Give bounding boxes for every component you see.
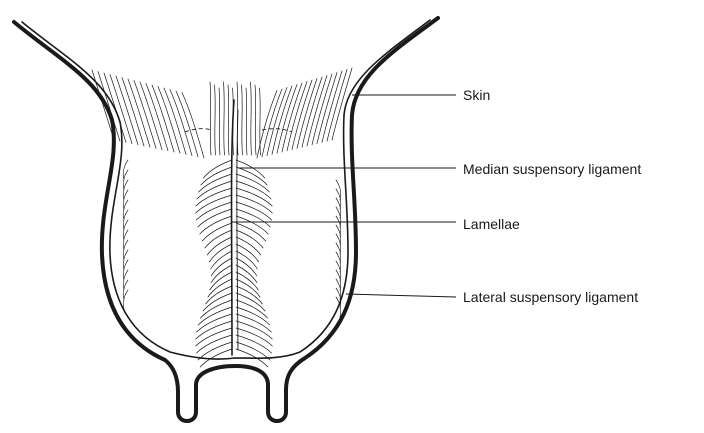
hatch-stroke	[176, 91, 198, 157]
hatch-stroke	[152, 85, 174, 152]
hatch-stroke	[134, 81, 156, 149]
hatch-stroke	[116, 76, 138, 145]
hatch-stroke	[146, 84, 168, 151]
label-lateral-suspensory-ligament: Lateral suspensory ligament	[463, 289, 638, 305]
hatch-stroke	[219, 88, 220, 155]
fold-lines	[185, 129, 292, 132]
hatch-stroke	[260, 88, 261, 155]
lateral-stroke	[123, 250, 128, 270]
lateral-stroke	[123, 180, 128, 200]
hatch-stroke	[128, 79, 150, 147]
lateral-stroke	[123, 200, 128, 220]
lateral-stroke	[123, 290, 128, 310]
lateral-stroke	[123, 210, 128, 230]
hatch-stroke	[251, 82, 252, 155]
lateral-stroke	[123, 190, 128, 210]
label-skin: Skin	[463, 87, 490, 103]
lateral-stroke	[123, 220, 128, 240]
label-median-suspensory-ligament: Median suspensory ligament	[463, 161, 641, 177]
lateral-stroke	[123, 160, 128, 180]
hatch-stroke	[158, 87, 180, 154]
hatch-stroke	[182, 93, 204, 159]
hatch-stroke	[140, 82, 162, 150]
hatch-stroke	[267, 88, 287, 156]
lateral-stroke	[123, 260, 128, 280]
lateral-stroke	[123, 270, 128, 290]
hatch-stroke	[170, 90, 192, 156]
hatch-stroke	[255, 85, 256, 155]
hatch-stroke	[262, 89, 282, 157]
hatch-stroke	[215, 85, 216, 155]
hatch-stroke	[92, 70, 114, 140]
label-lamellae: Lamellae	[463, 216, 520, 232]
hatch-stroke	[164, 88, 186, 154]
hatch-stroke	[210, 82, 211, 155]
skin-outline	[14, 18, 438, 421]
hatch-stroke	[122, 78, 144, 147]
hatch-stroke	[228, 85, 229, 155]
leader-lateral	[346, 294, 456, 297]
hatch-stroke	[98, 72, 120, 142]
hatch-stroke	[246, 88, 247, 155]
lateral-stroke	[123, 230, 128, 250]
lateral-stroke	[123, 170, 128, 190]
hatch-stroke	[242, 85, 243, 155]
lateral-stroke	[123, 240, 128, 260]
hatch-stroke	[224, 82, 225, 155]
lateral-stroke	[123, 280, 128, 300]
median-ligament	[232, 100, 239, 355]
